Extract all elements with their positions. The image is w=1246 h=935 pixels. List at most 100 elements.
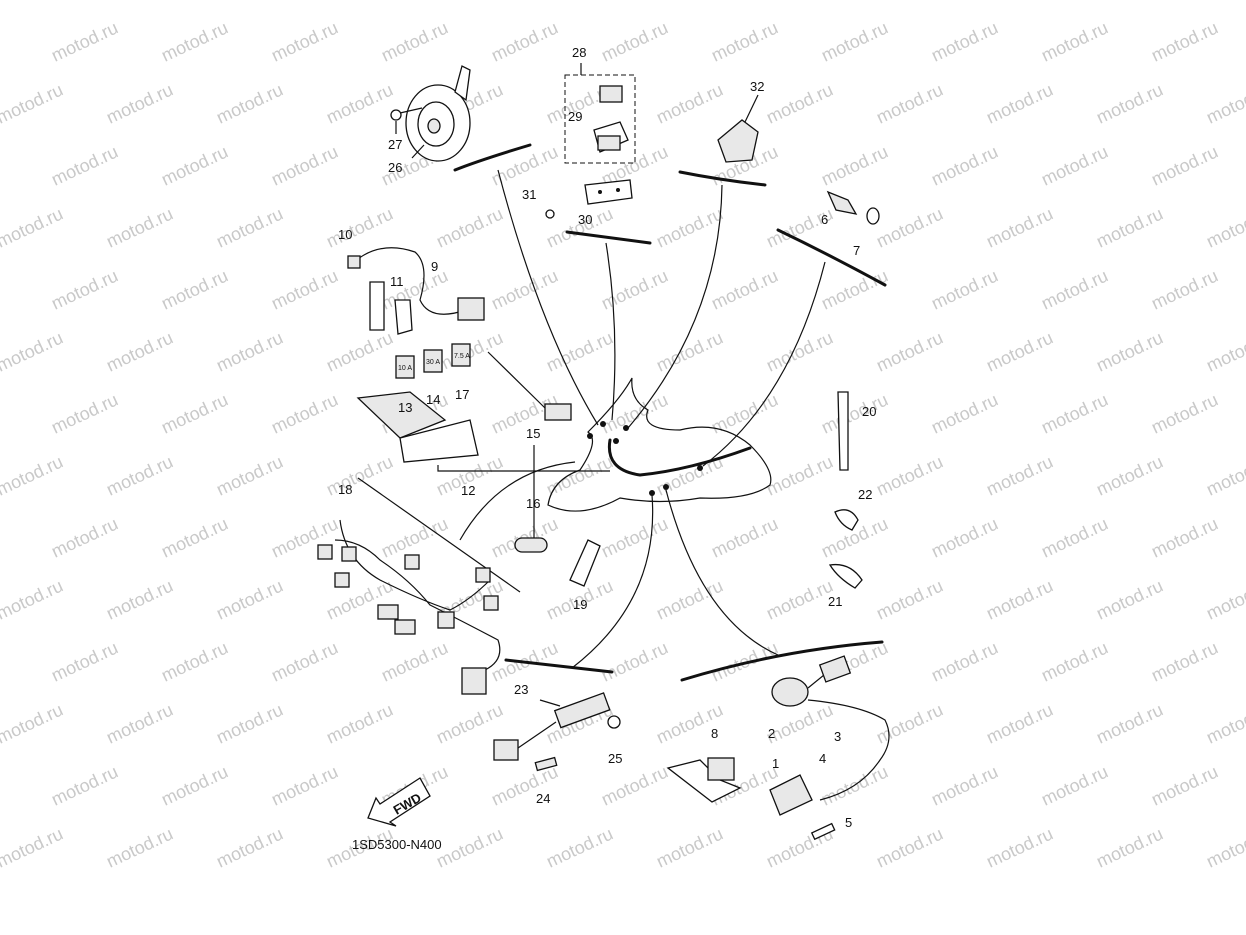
watermark-text: motod.ru [213,451,286,499]
watermark-text: motod.ru [1093,575,1166,623]
watermark-text: motod.ru [1093,203,1166,251]
watermark-text: motod.ru [543,203,616,251]
watermark-text: motod.ru [213,79,286,127]
fuse-box-part[interactable]: 10 A 30 A 7.5 A [356,343,610,472]
watermark-text: motod.ru [48,513,121,561]
harness-cap-part[interactable] [514,445,601,587]
watermark-text: motod.ru [983,699,1056,747]
watermark-text: motod.ru [378,637,451,685]
bracket-part[interactable] [545,179,652,245]
watermark-text: motod.ru [598,637,671,685]
watermark-text: motod.ru [103,79,176,127]
watermark-text: motod.ru [928,389,1001,437]
part-label-6: 6 [821,212,828,227]
watermark-text: motod.ru [653,79,726,127]
watermark-text: motod.ru [213,327,286,375]
watermark-text: motod.ru [0,327,66,375]
ecu-part[interactable] [678,94,767,187]
watermark-text: motod.ru [598,265,671,313]
watermark-text: motod.ru [983,79,1056,127]
sensor-lead-part[interactable] [347,247,485,335]
watermark-text: motod.ru [1148,637,1221,685]
watermark-text: motod.ru [48,17,121,65]
part-label-32: 32 [750,79,764,94]
watermark-text: motod.ru [1148,389,1221,437]
wire-harness-part[interactable] [317,519,501,695]
watermark-text: motod.ru [983,203,1056,251]
watermark-text: motod.ru [873,575,946,623]
watermark-text: motod.ru [708,513,781,561]
watermark-text: motod.ru [213,823,286,871]
watermark-text: motod.ru [213,699,286,747]
watermark-text: motod.ru [158,389,231,437]
watermark-text: motod.ru [213,203,286,251]
crank-sensor-part[interactable] [666,640,890,841]
watermark-text: motod.ru [48,637,121,685]
watermark-text: motod.ru [433,823,506,871]
watermark-text: motod.ru [708,389,781,437]
watermark-text: motod.ru [983,575,1056,623]
watermark-text: motod.ru [928,17,1001,65]
part-label-23: 23 [514,682,528,697]
fuse-rating-14: 30 A [426,359,440,366]
part-label-28: 28 [572,45,586,60]
lead-15-part[interactable] [487,351,572,421]
watermark-text: motod.ru [1093,823,1166,871]
watermark-text: motod.ru [48,389,121,437]
watermark-text: motod.ru [1038,761,1111,809]
watermark-text: motod.ru [928,141,1001,189]
watermark-text: motod.ru [213,575,286,623]
watermark-text: motod.ru [818,17,891,65]
part-label-14: 14 [426,392,440,407]
watermark-text: motod.ru [873,699,946,747]
watermark-text: motod.ru [1203,203,1246,251]
watermark-text: motod.ru [268,17,341,65]
watermark-text: motod.ru [323,79,396,127]
watermark-text: motod.ru [158,17,231,65]
watermark-text: motod.ru [1038,389,1111,437]
relay-part[interactable] [564,63,636,164]
watermark-text: motod.ru [0,575,66,623]
watermark-text: motod.ru [928,637,1001,685]
watermark-text: motod.ru [1038,265,1111,313]
watermark-text: motod.ru [323,203,396,251]
watermark-text: motod.ru [763,575,836,623]
watermark-text: motod.ru [983,451,1056,499]
part-label-18: 18 [338,482,352,497]
temp-sensor-part[interactable] [776,190,887,287]
watermark-text: motod.ru [103,327,176,375]
part-label-17: 17 [455,387,469,402]
watermark-text: motod.ru [763,203,836,251]
speed-sensor-part[interactable] [493,658,621,772]
horn-part[interactable] [390,65,532,172]
watermark-text: motod.ru [598,513,671,561]
watermark-text: motod.ru [1148,141,1221,189]
part-label-8: 8 [711,726,718,741]
watermark-text: motod.ru [158,637,231,685]
watermark-text: motod.ru [103,451,176,499]
watermark-text: motod.ru [873,451,946,499]
watermark-text: motod.ru [268,389,341,437]
watermark-text: motod.ru [928,761,1001,809]
watermark-text: motod.ru [323,451,396,499]
watermark-text: motod.ru [708,637,781,685]
watermark-text: motod.ru [0,203,66,251]
watermark-text: motod.ru [378,17,451,65]
watermark-text: motod.ru [1148,761,1221,809]
part-label-10: 10 [338,227,352,242]
watermark-text: motod.ru [983,823,1056,871]
watermark-text: motod.ru [708,265,781,313]
part-label-31: 31 [522,187,536,202]
watermark-text: motod.ru [0,451,66,499]
chassis-outline [357,169,826,669]
cable-tie-part[interactable] [828,391,863,589]
watermark-text: motod.ru [268,265,341,313]
watermark-text: motod.ru [323,327,396,375]
watermark-text: motod.ru [653,327,726,375]
watermark-text: motod.ru [653,823,726,871]
watermark-text: motod.ru [1203,823,1246,871]
part-label-24: 24 [536,791,550,806]
watermark-text: motod.ru [158,761,231,809]
watermark-text: motod.ru [873,327,946,375]
watermark-text: motod.ru [268,141,341,189]
